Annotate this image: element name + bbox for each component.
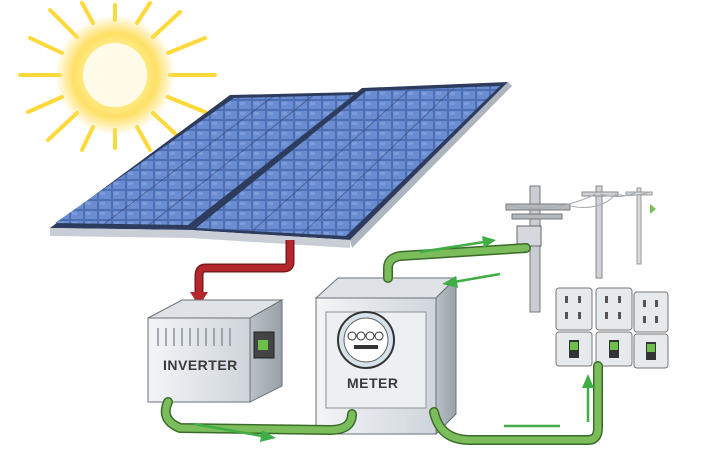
meter-dial-icon [337,311,395,369]
inverter-box: INVERTER [147,299,284,403]
inverter-label: INVERTER [163,357,238,373]
meter-label: METER [347,375,399,391]
utility-pole-icon [505,185,656,313]
ac-wire [160,243,603,445]
outlet-icon [555,287,669,369]
solar-panel-icon [50,82,512,248]
outlet-row-top [555,287,669,333]
meter-box: METER [314,276,458,436]
sun-icon [18,1,217,152]
flow-arrows [193,236,594,442]
dc-wire [190,240,295,306]
switch-row [555,331,669,369]
